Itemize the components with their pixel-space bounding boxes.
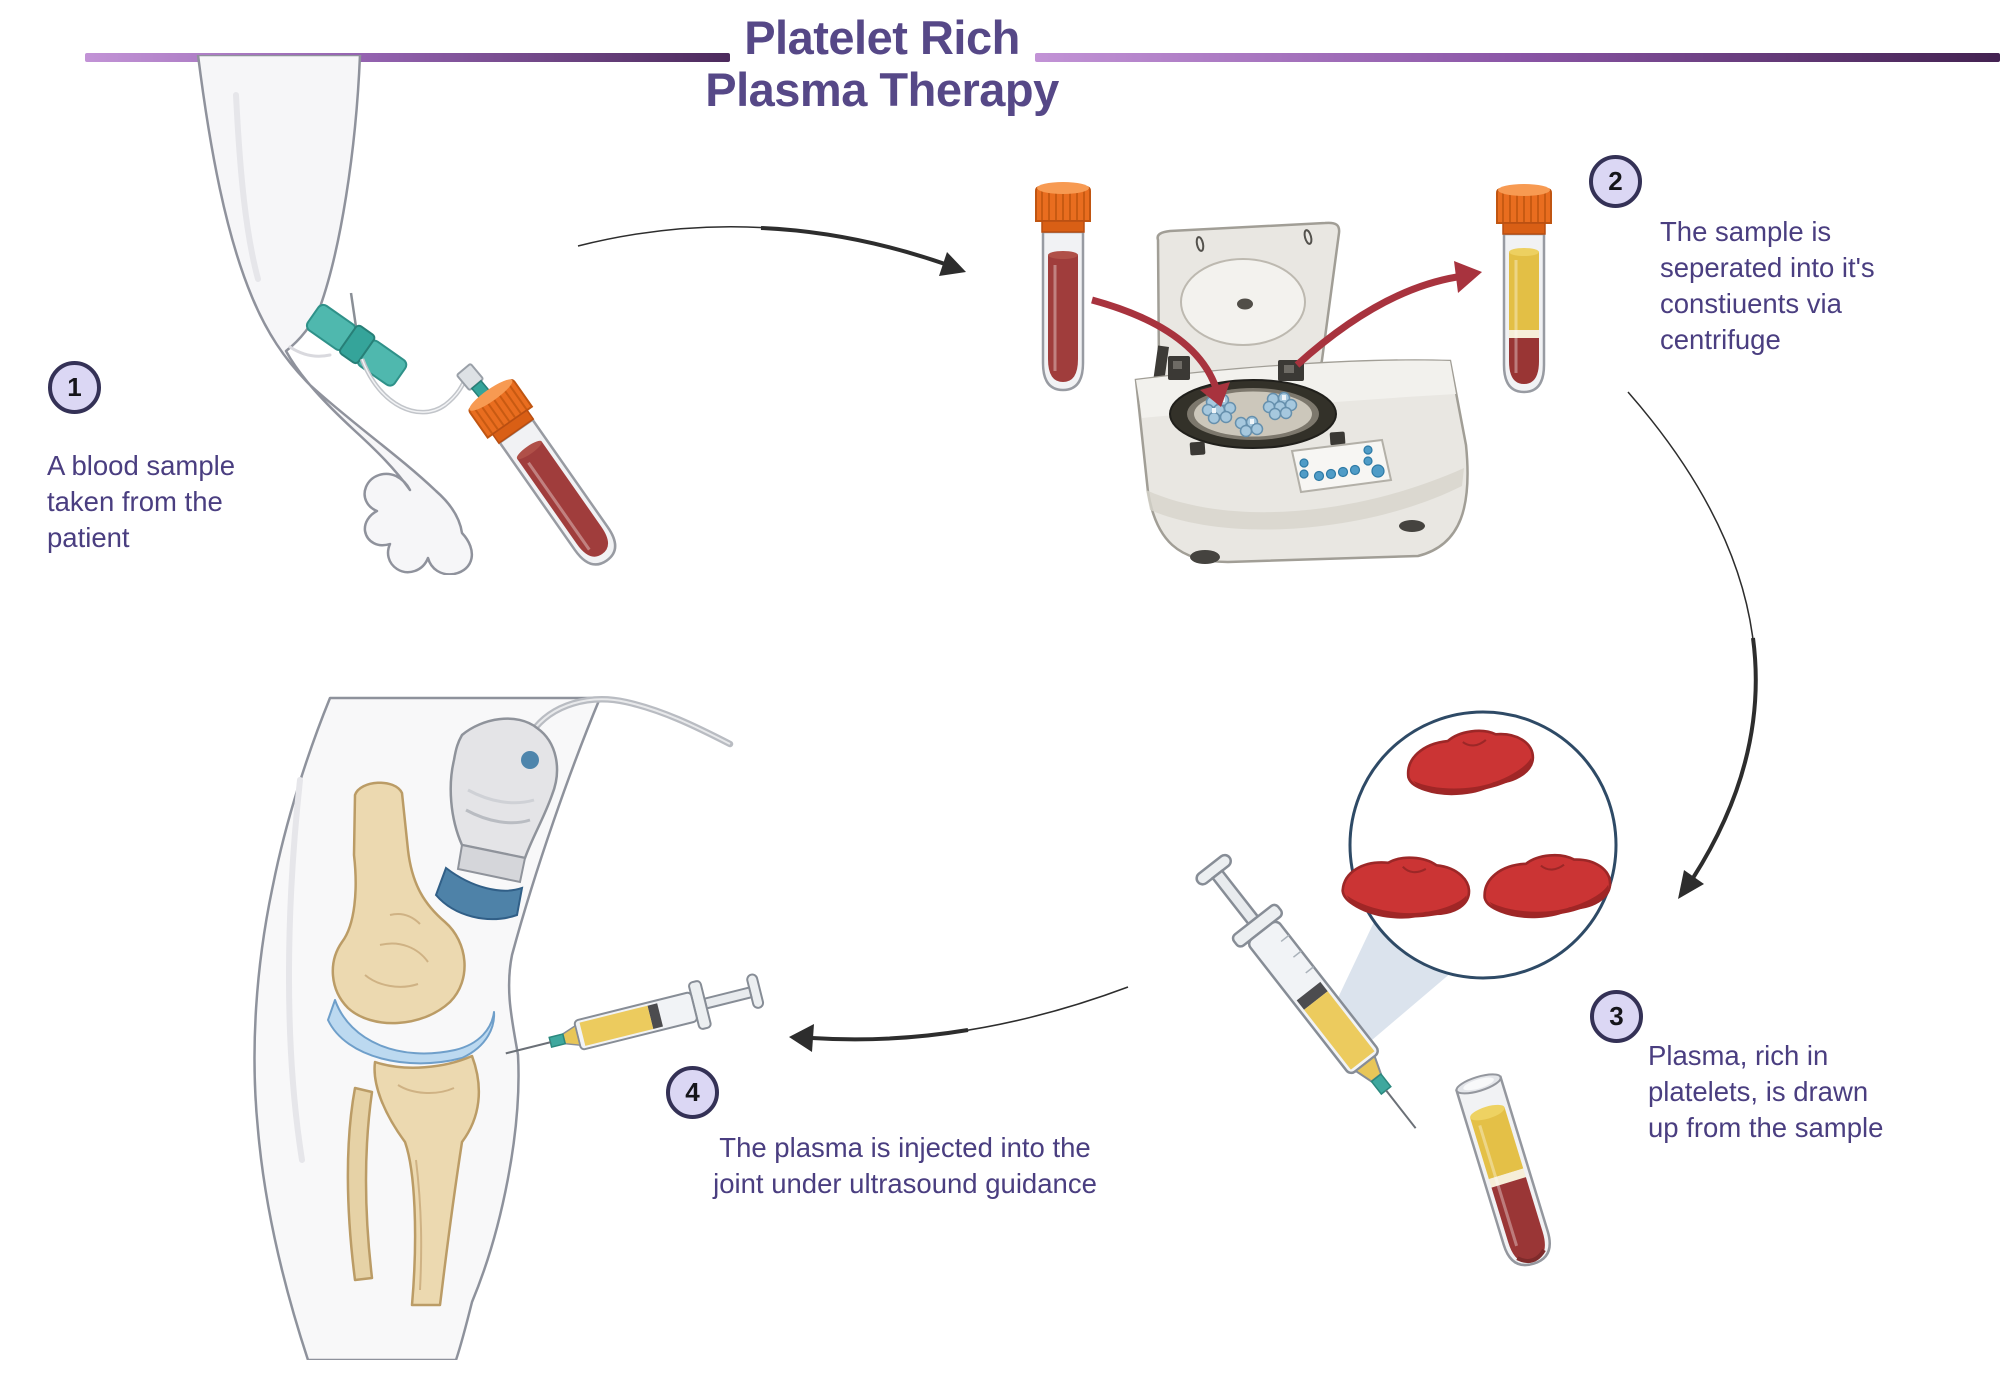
knee-cartilage (327, 999, 496, 1065)
injection-syringe-icon (505, 973, 765, 1055)
title-divider-right (1035, 53, 2000, 62)
ultrasound-probe-icon (434, 696, 734, 921)
title-line-2: Plasma Therapy (705, 63, 1059, 116)
plasma-draw-scene (1195, 710, 1618, 1267)
separated-sample-tube-icon (1455, 1073, 1551, 1267)
centrifuge-scene (1035, 182, 1552, 564)
step-3-badge: 3 (1590, 990, 1643, 1043)
fibula-bone (346, 1086, 374, 1282)
platelet-icon (1406, 729, 1535, 796)
step-4-badge: 4 (666, 1066, 719, 1119)
femur-bone (331, 781, 466, 1025)
plasma-syringe-icon (1195, 853, 1417, 1129)
whole-blood-tube-icon (1035, 182, 1091, 392)
step-2-number: 2 (1608, 166, 1623, 196)
arm-illustration (196, 55, 617, 575)
tibia-bone (373, 1054, 481, 1307)
step-1-number: 1 (67, 372, 82, 402)
arm-silhouette (196, 55, 474, 575)
step-1-badge: 1 (48, 361, 101, 414)
step-2-badge: 2 (1589, 155, 1642, 208)
magnifier-cone (1336, 922, 1452, 1040)
step-2-caption: The sample is seperated into it's consti… (1660, 216, 1875, 355)
red-arrow-out-of-centrifuge (1294, 261, 1482, 368)
step-1-caption: A blood sample taken from the patient (47, 450, 236, 553)
separated-blood-tube-icon (1496, 184, 1552, 394)
title-divider-left (85, 53, 730, 62)
step-3-caption: Plasma, rich in platelets, is drawn up f… (1648, 1040, 1884, 1143)
red-arrow-into-centrifuge (1091, 296, 1230, 407)
butterfly-needle-icon (305, 292, 492, 415)
title-line-1: Platelet Rich (744, 11, 1020, 64)
blood-collection-tube-icon (468, 379, 617, 566)
page-title: Platelet Rich Plasma Therapy (642, 12, 1122, 116)
step-4-caption: The plasma is injected into the joint un… (713, 1132, 1097, 1199)
arrow-step3-to-step4 (789, 986, 1129, 1052)
step-3-number: 3 (1609, 1001, 1624, 1031)
centrifuge-icon (1134, 221, 1469, 564)
step-4-number: 4 (685, 1077, 700, 1107)
platelet-icon (1341, 856, 1471, 919)
knee-injection-scene (253, 696, 765, 1360)
platelet-icon (1483, 853, 1612, 919)
